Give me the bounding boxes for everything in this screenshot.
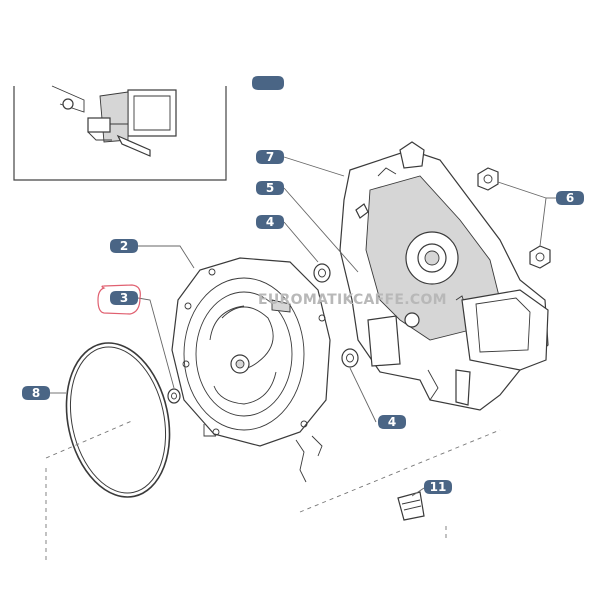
callout-5: 5: [256, 181, 284, 195]
callout-partial: [252, 76, 284, 90]
watermark: EUROMATIKCAFFE.COM: [258, 292, 447, 308]
callout-3: 3: [97, 284, 141, 315]
callout-8-label: 8: [32, 386, 40, 400]
part-6-nuts: [477, 167, 551, 269]
leader-lines: [50, 156, 556, 497]
inset-detail: [13, 85, 227, 181]
callout-4-upper-label: 4: [266, 215, 274, 229]
part-2-boiler-plate: [171, 257, 331, 483]
part-3-washer: [167, 388, 181, 404]
callout-5-label: 5: [266, 181, 274, 195]
callout-2-label: 2: [120, 239, 128, 253]
part-7-housing: [339, 141, 549, 411]
callout-7: 7: [256, 150, 284, 164]
callout-11-label: 11: [430, 480, 447, 494]
callout-6: 6: [556, 191, 584, 205]
callout-4-lower-label: 4: [388, 415, 396, 429]
callout-3-label: 3: [120, 291, 128, 305]
callout-8: 8: [22, 386, 50, 400]
callout-4-lower: 4: [378, 415, 406, 429]
assembly-dashed-lines: [45, 419, 501, 560]
part-8-gasket: [65, 342, 171, 498]
callout-7-label: 7: [266, 150, 274, 164]
callout-6-label: 6: [566, 191, 574, 205]
callout-3-highlight: [97, 284, 141, 315]
callout-11: 11: [424, 480, 452, 494]
callout-2: 2: [110, 239, 138, 253]
part-11-fitting: [397, 491, 425, 521]
part-4-bushings: [313, 263, 359, 368]
callout-4-upper: 4: [256, 215, 284, 229]
